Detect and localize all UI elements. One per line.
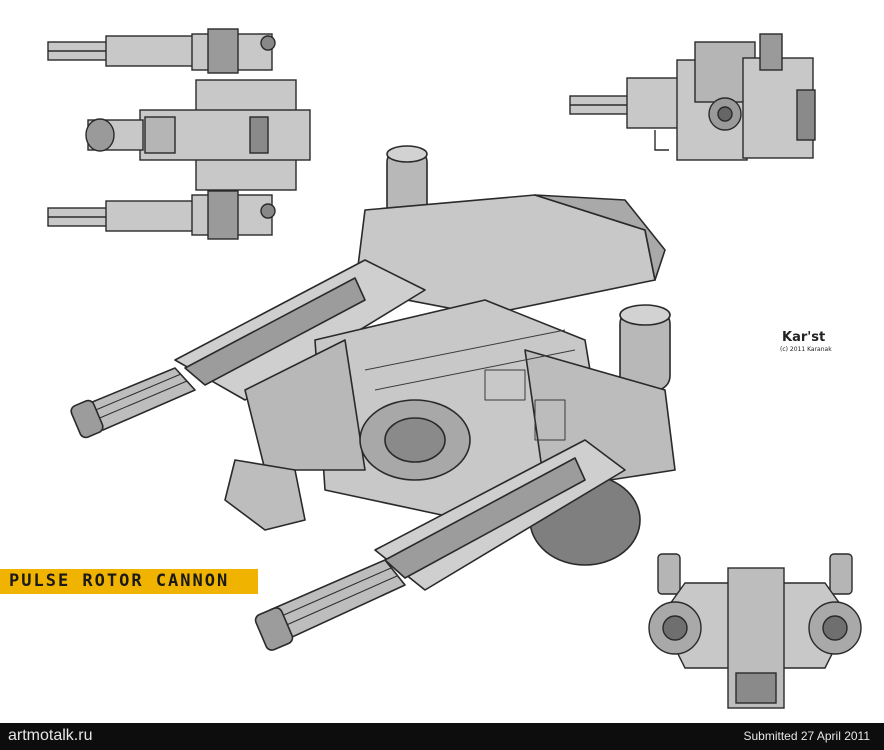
front-view <box>648 553 862 709</box>
artist-signature: Kar'st <box>782 330 826 345</box>
footer-bar: artmotalk.ru Submitted 27 April 2011 <box>0 723 884 750</box>
top-view <box>47 28 311 240</box>
concept-sheet: Kar'st (c) 2011 Karanak PULSE ROTOR CANN… <box>0 28 862 709</box>
artist-copyright: (c) 2011 Karanak <box>780 346 832 353</box>
side-view <box>569 33 816 161</box>
artwork-title: PULSE ROTOR CANNON <box>9 571 230 591</box>
title-banner: PULSE ROTOR CANNON <box>0 569 258 594</box>
site-logo[interactable]: artmotalk.ru <box>8 727 93 744</box>
perspective-view <box>70 145 676 651</box>
submission-date: Submitted 27 April 2011 <box>743 729 870 743</box>
